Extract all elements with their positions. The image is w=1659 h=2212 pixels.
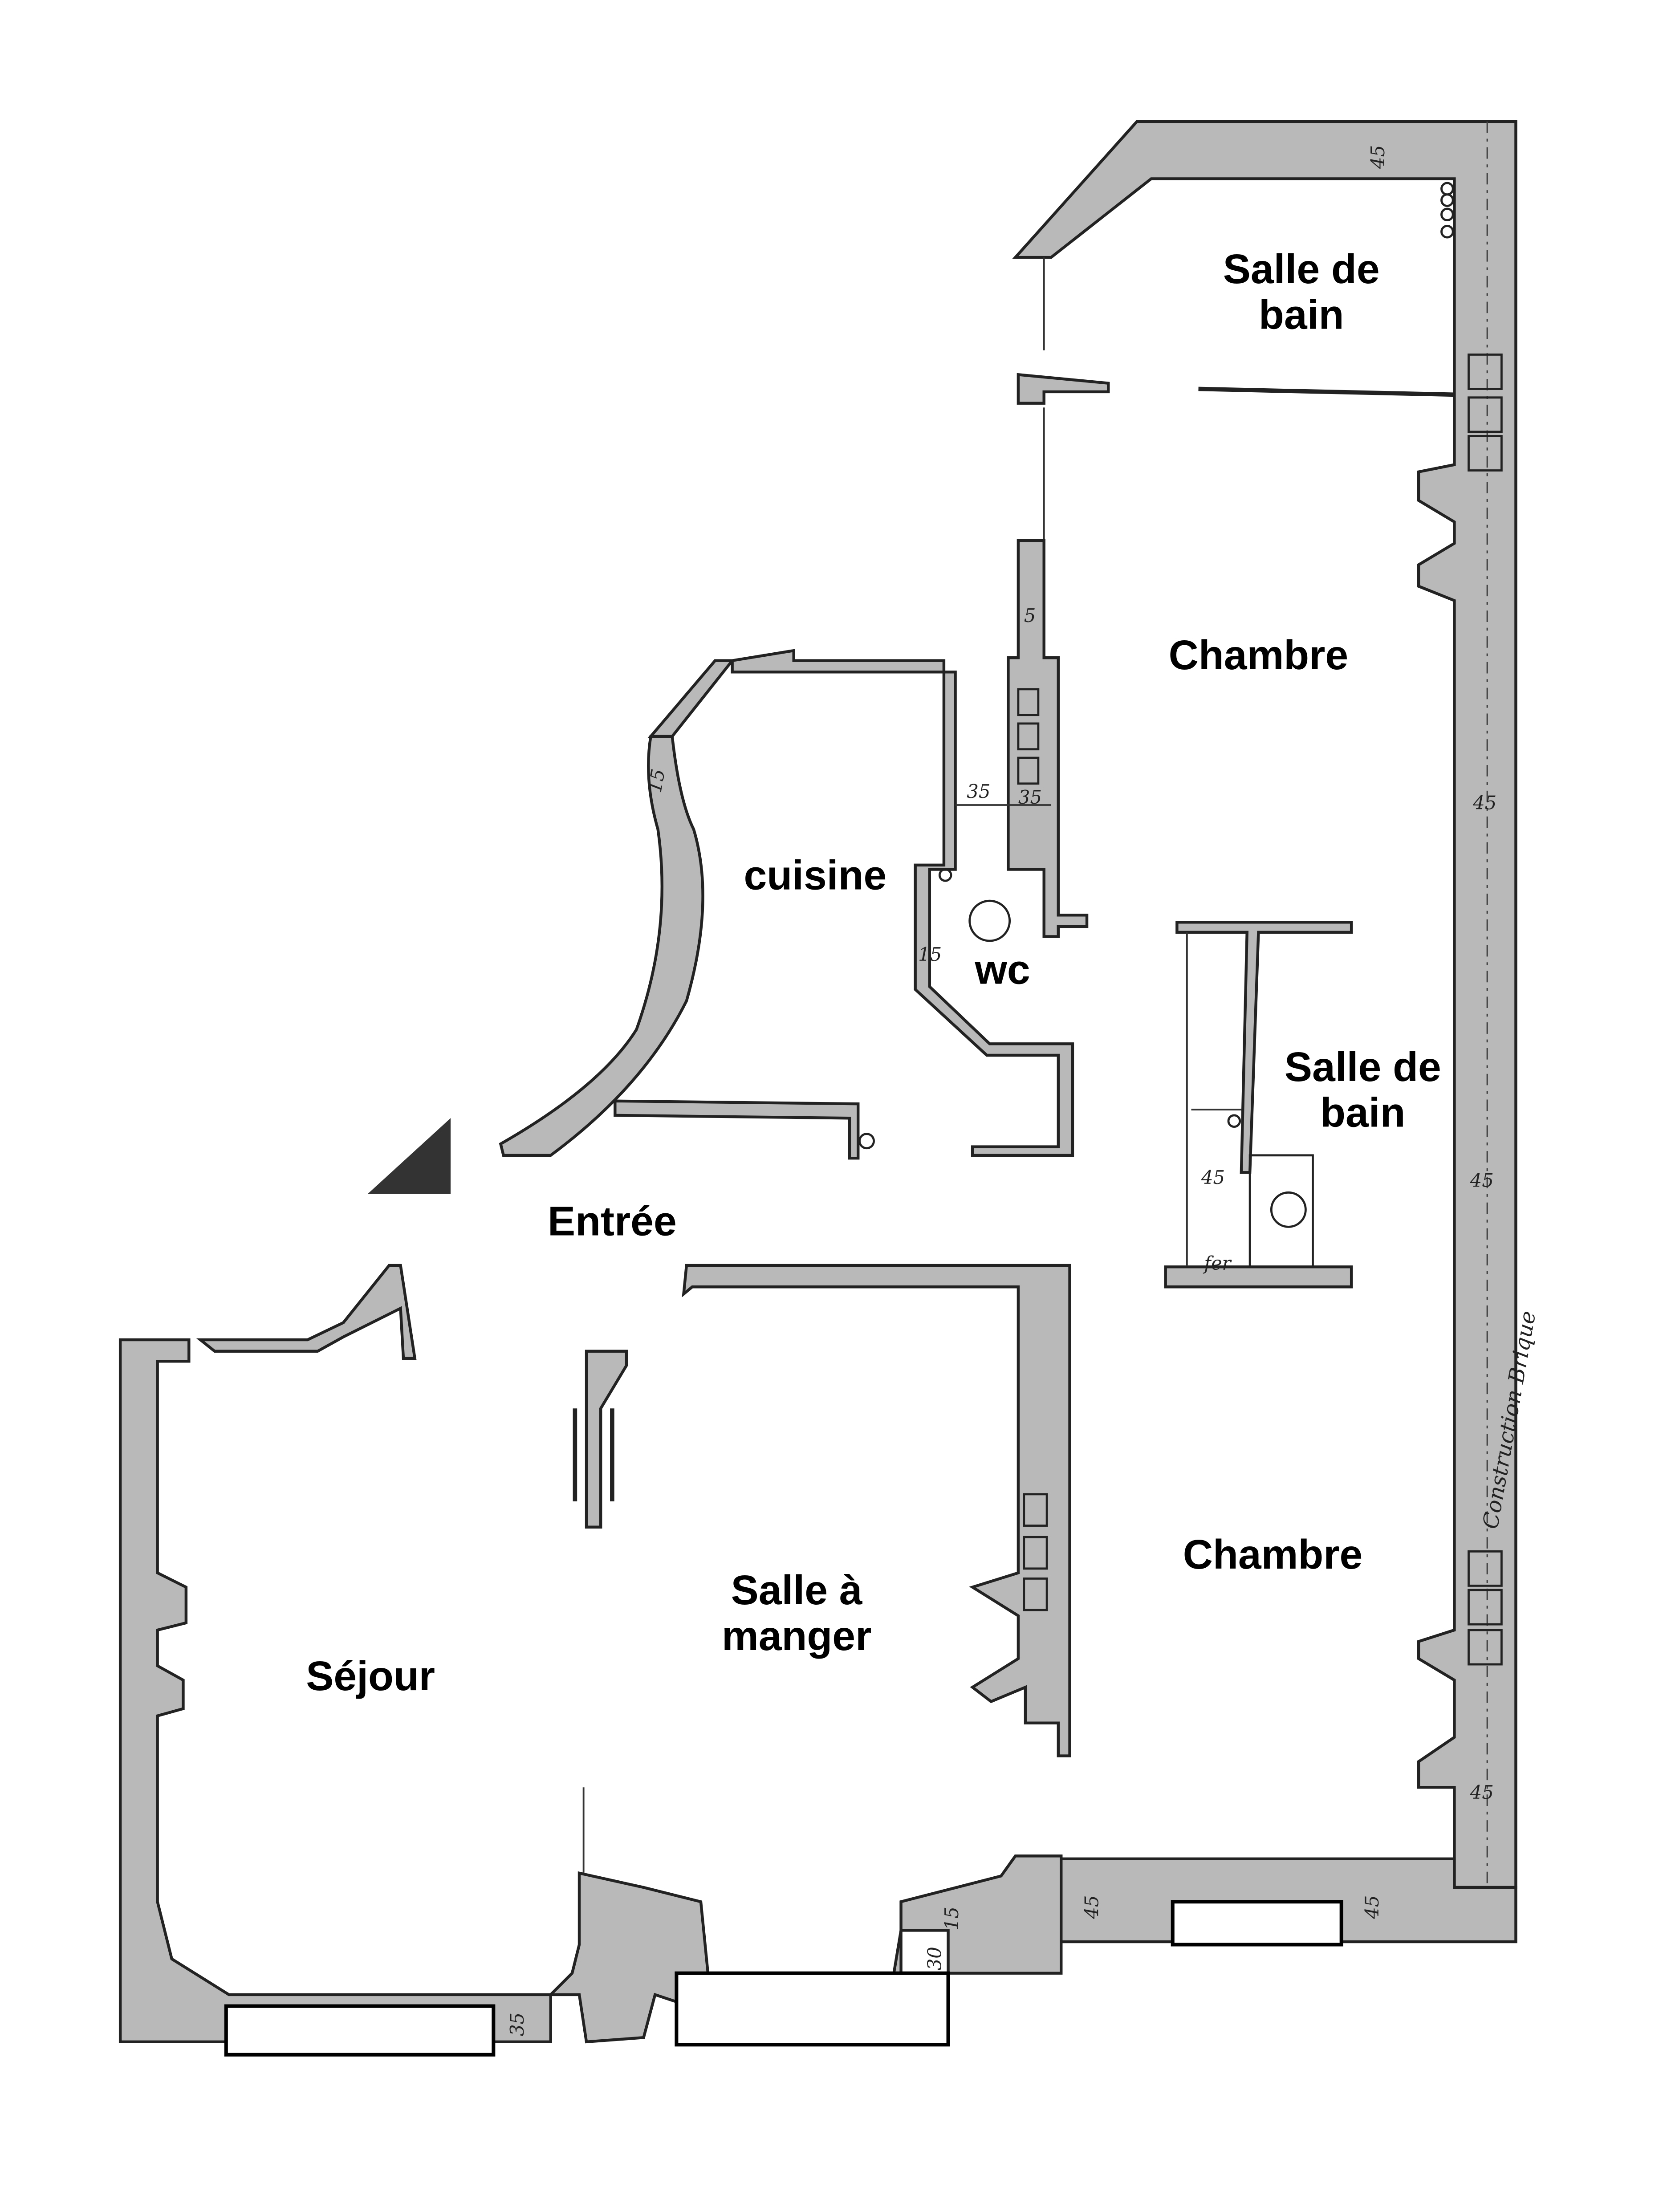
entrance-marker <box>367 1118 451 1194</box>
window-chambre <box>1171 1900 1343 1947</box>
room-chambre-2: Chambre <box>1183 1531 1363 1578</box>
room-labels: Salle de bain Chambre cuisine wc Salle d… <box>306 246 1441 1699</box>
dim-sejour-35: 35 <box>506 2013 528 2036</box>
room-salle-a-manger-line2: manger <box>722 1613 871 1659</box>
room-salle-de-bain-2-line2: bain <box>1320 1090 1405 1136</box>
room-salle-de-bain-1: Salle de <box>1223 246 1380 292</box>
dim-bottom-30: 30 <box>923 1947 945 1970</box>
dim-35-a: 35 <box>967 781 990 802</box>
dim-kitchen-15: 15 <box>644 767 669 794</box>
dim-wall-5: 5 <box>1024 605 1036 626</box>
dim-bottom-45-a: 45 <box>1081 1895 1103 1919</box>
exterior-walls <box>118 120 1517 2044</box>
interior-walls <box>499 182 1503 1873</box>
dim-wc-15: 15 <box>918 943 942 965</box>
dim-right-3: 45 <box>1470 1781 1494 1803</box>
dim-bath-45: 45 <box>1201 1167 1225 1188</box>
room-wc: wc <box>974 946 1030 992</box>
window-sejour <box>224 2004 496 2057</box>
room-salle-de-bain-1-line2: bain <box>1259 292 1344 338</box>
dim-right-2: 45 <box>1470 1169 1494 1191</box>
room-salle-de-bain-2: Salle de <box>1285 1044 1441 1090</box>
room-chambre-1: Chambre <box>1169 632 1349 678</box>
dim-35-b: 35 <box>1018 786 1042 808</box>
dim-bottom-45-b: 45 <box>1361 1895 1383 1919</box>
room-cuisine: cuisine <box>744 852 886 898</box>
dim-top-wall: 45 <box>1367 145 1389 169</box>
room-sejour: Séjour <box>306 1653 435 1699</box>
dim-bottom-15: 15 <box>941 1907 963 1930</box>
dim-fer: fer <box>1203 1252 1232 1274</box>
window-salle-a-manger <box>675 1971 950 2047</box>
room-entree: Entrée <box>548 1198 677 1244</box>
dim-right-1: 45 <box>1472 792 1496 814</box>
room-salle-a-manger: Salle à <box>731 1567 863 1613</box>
